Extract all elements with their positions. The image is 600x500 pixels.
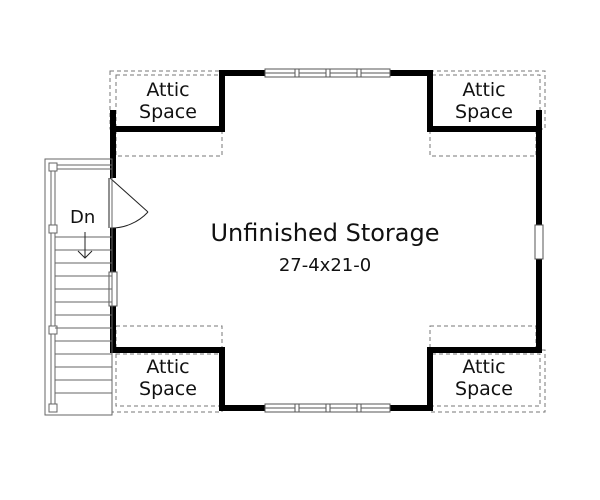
down-arrow-icon (77, 232, 93, 259)
room-dimensions: 27-4x21-0 (278, 255, 372, 276)
stair-down-label: Dn (70, 207, 96, 228)
stairs (44, 158, 113, 416)
attic-label-line2: Space (455, 378, 513, 400)
attic-label-line1: Attic (462, 356, 506, 378)
attic-label-line2: Space (139, 101, 197, 123)
attic-space-bottom-left: Attic Space (118, 356, 218, 400)
attic-space-top-left: Attic Space (118, 79, 218, 123)
attic-space-top-right: Attic Space (434, 79, 534, 123)
attic-label-line2: Space (139, 378, 197, 400)
room-name: Unfinished Storage (210, 219, 440, 247)
door (108, 177, 149, 229)
attic-label-line1: Attic (146, 79, 190, 101)
attic-label-line2: Space (455, 101, 513, 123)
attic-space-bottom-right: Attic Space (434, 356, 534, 400)
attic-label-line1: Attic (146, 356, 190, 378)
attic-label-line1: Attic (462, 79, 506, 101)
